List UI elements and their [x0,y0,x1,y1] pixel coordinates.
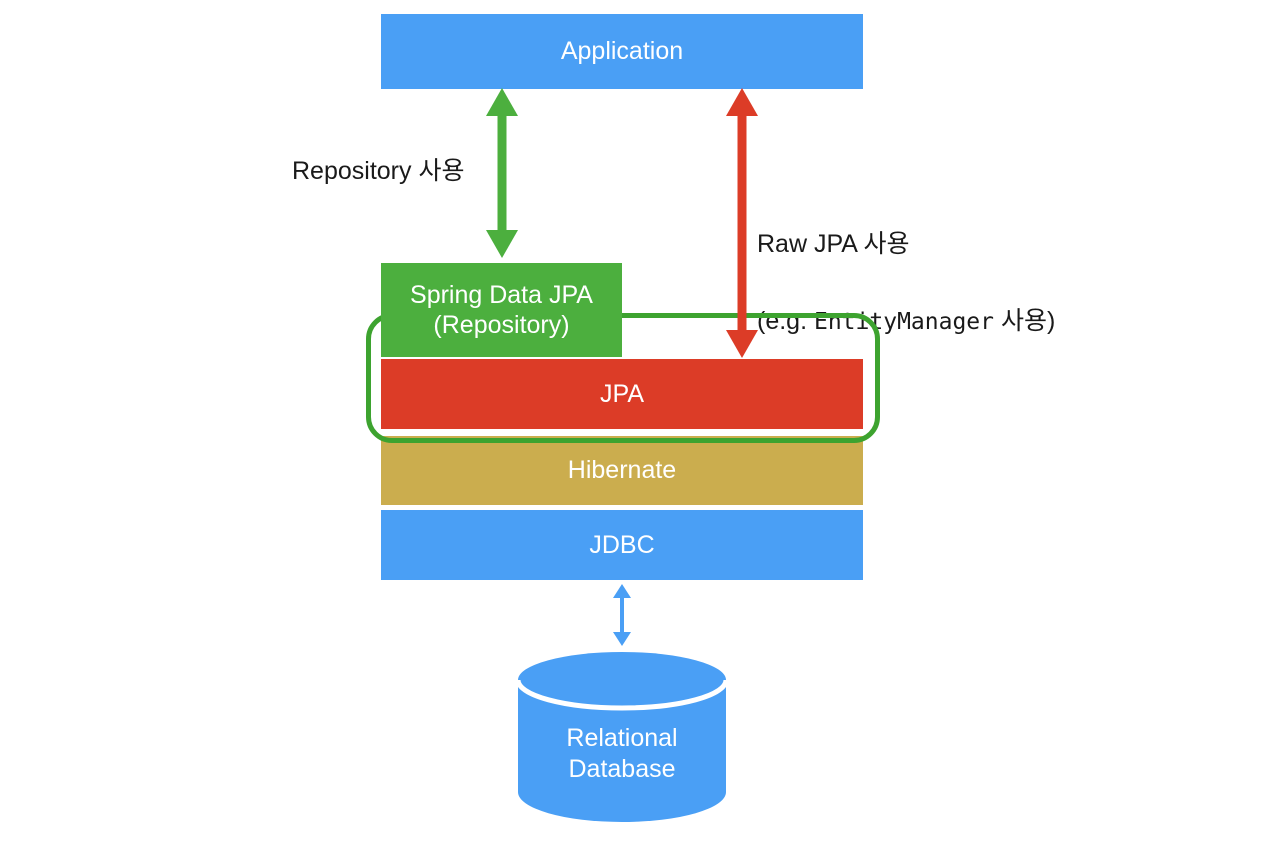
database-cylinder-icon [516,652,728,822]
arrow-repository-usage [486,88,518,258]
raw-jpa-line2-prefix: (e.g. [757,307,814,336]
arrow-label-raw-jpa-line2: (e.g. EntityManager 사용) [757,302,1157,341]
group-outline-spring-data-jpa-and-jpa [366,313,880,443]
raw-jpa-line2-suffix: 사용) [994,307,1056,336]
layer-box-spring-data-jpa: Spring Data JPA (Repository) [381,263,622,357]
arrow-jdbc-to-database [613,584,631,646]
arrow-label-raw-jpa-usage: Raw JPA 사용 (e.g. EntityManager 사용) [757,186,1157,380]
arrow-label-repository-usage: Repository 사용 [292,157,465,185]
layer-box-jdbc: JDBC [381,510,863,580]
arrow-label-raw-jpa-line1: Raw JPA 사용 [757,229,910,258]
layer-box-hibernate: Hibernate [381,436,863,505]
layer-box-application: Application [381,14,863,89]
database-label: Relational Database [566,724,678,784]
layer-box-jpa: JPA [381,359,863,429]
arrow-raw-jpa-usage [726,88,758,358]
